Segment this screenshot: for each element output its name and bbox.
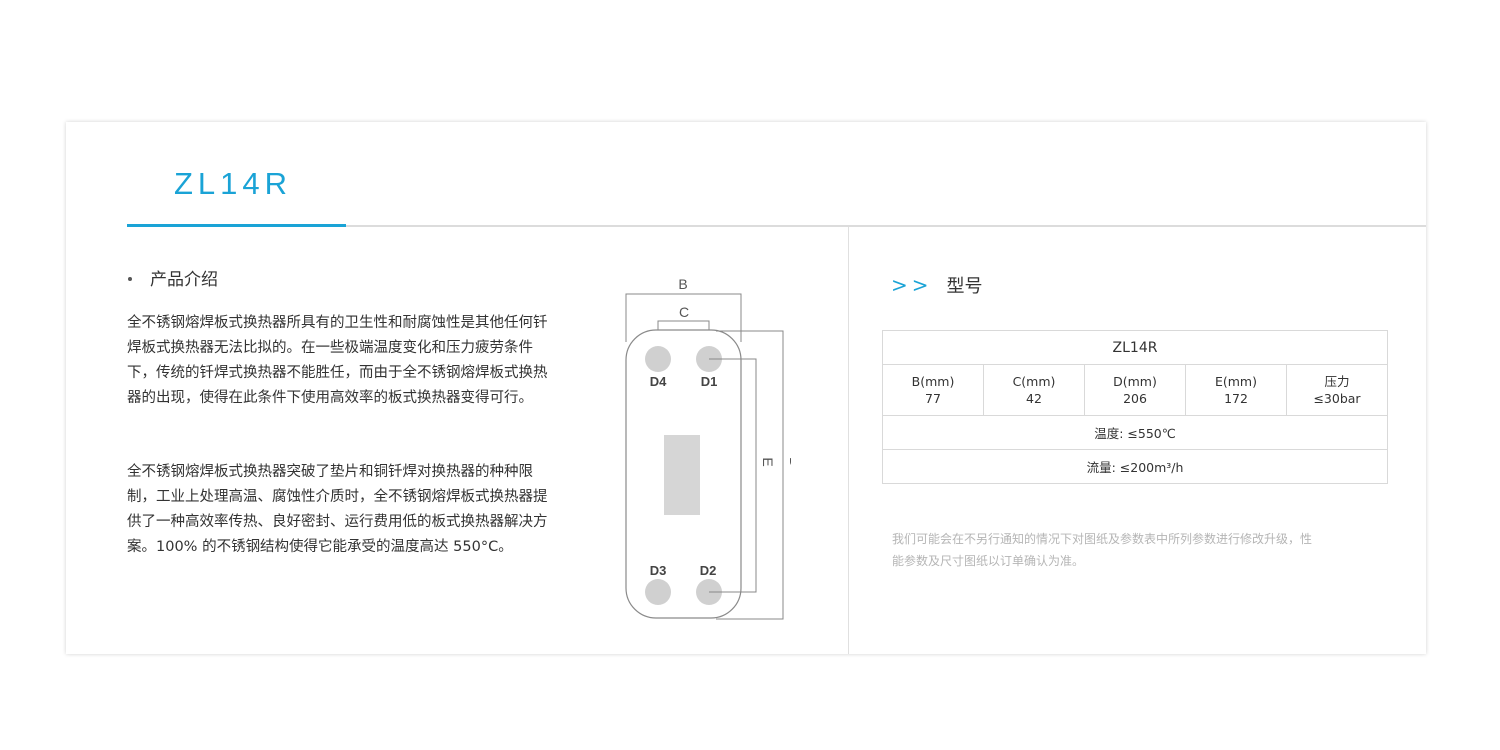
- dim-b-label: B: [678, 276, 687, 292]
- param-label: C(mm): [1012, 374, 1056, 389]
- param-cell-d: D(mm) 206: [1084, 364, 1186, 416]
- double-chevron-icon: >>: [891, 273, 933, 297]
- header-accent-bar: [127, 224, 346, 227]
- column-divider: [848, 227, 849, 654]
- param-cell-c: C(mm) 42: [983, 364, 1085, 416]
- param-label: D(mm): [1113, 374, 1157, 389]
- table-row: ZL14R: [882, 330, 1388, 365]
- dim-d-line: [716, 330, 784, 620]
- intro-paragraph-1: 全不锈钢熔焊板式换热器所具有的卫生性和耐腐蚀性是其他任何钎焊板式换热器无法比拟的…: [127, 315, 548, 406]
- product-card: ZL14R 产品介绍 全不锈钢熔焊板式换热器所具有的卫生性和耐腐蚀性是其他任何钎…: [66, 122, 1426, 654]
- port-d2-label: D2: [700, 563, 717, 578]
- port-d3: [645, 579, 671, 605]
- param-value: ≤30bar: [1313, 391, 1361, 406]
- param-label: E(mm): [1214, 374, 1257, 389]
- spec-heading: >> 型号: [891, 272, 983, 298]
- port-d1-label: D1: [701, 374, 718, 389]
- dim-e-label: E: [760, 457, 776, 466]
- spec-table: ZL14R B(mm) 77 C(mm) 42 D(mm) 206 E(mm) …: [882, 330, 1388, 484]
- spec-heading-label: 型号: [946, 276, 983, 297]
- table-row: 流量: ≤200m³/h: [882, 449, 1388, 484]
- param-cell-pressure: 压力 ≤30bar: [1286, 364, 1388, 416]
- param-value: 206: [1123, 391, 1147, 406]
- flow-cell: 流量: ≤200m³/h: [882, 449, 1388, 484]
- dim-b-line: [625, 293, 742, 342]
- header-divider: [127, 225, 1426, 227]
- dimension-diagram: B C D4 D1 D3 D2 E D: [625, 276, 791, 620]
- bullet-icon: [128, 276, 132, 281]
- intro-paragraph-2: 全不锈钢熔焊板式换热器突破了垫片和铜钎焊对换热器的种种限制，工业上处理高温、腐蚀…: [127, 464, 548, 555]
- port-d4: [645, 346, 671, 372]
- port-d3-label: D3: [650, 563, 667, 578]
- param-cell-e: E(mm) 172: [1185, 364, 1287, 416]
- param-cell-b: B(mm) 77: [882, 364, 984, 416]
- param-label: 压力: [1324, 374, 1350, 389]
- temperature-cell: 温度: ≤550℃: [882, 415, 1388, 450]
- param-value: 42: [1026, 391, 1042, 406]
- dim-c-label: C: [679, 304, 689, 320]
- dim-d-label: D: [787, 457, 791, 467]
- intro-heading-label: 产品介绍: [150, 270, 218, 290]
- param-label: B(mm): [911, 374, 955, 389]
- table-row: B(mm) 77 C(mm) 42 D(mm) 206 E(mm) 172 压力…: [882, 364, 1388, 416]
- param-value: 172: [1224, 391, 1248, 406]
- model-title: ZL14R: [174, 166, 293, 201]
- plate-center-panel: [664, 435, 700, 515]
- intro-heading: 产品介绍: [128, 265, 218, 290]
- port-d4-label: D4: [650, 374, 667, 389]
- dim-e-line: [709, 358, 757, 593]
- table-title-cell: ZL14R: [882, 330, 1388, 365]
- param-value: 77: [925, 391, 941, 406]
- disclaimer-note: 我们可能会在不另行通知的情况下对图纸及参数表中所列参数进行修改升级，性能参数及尺…: [892, 532, 1313, 568]
- table-row: 温度: ≤550℃: [882, 415, 1388, 450]
